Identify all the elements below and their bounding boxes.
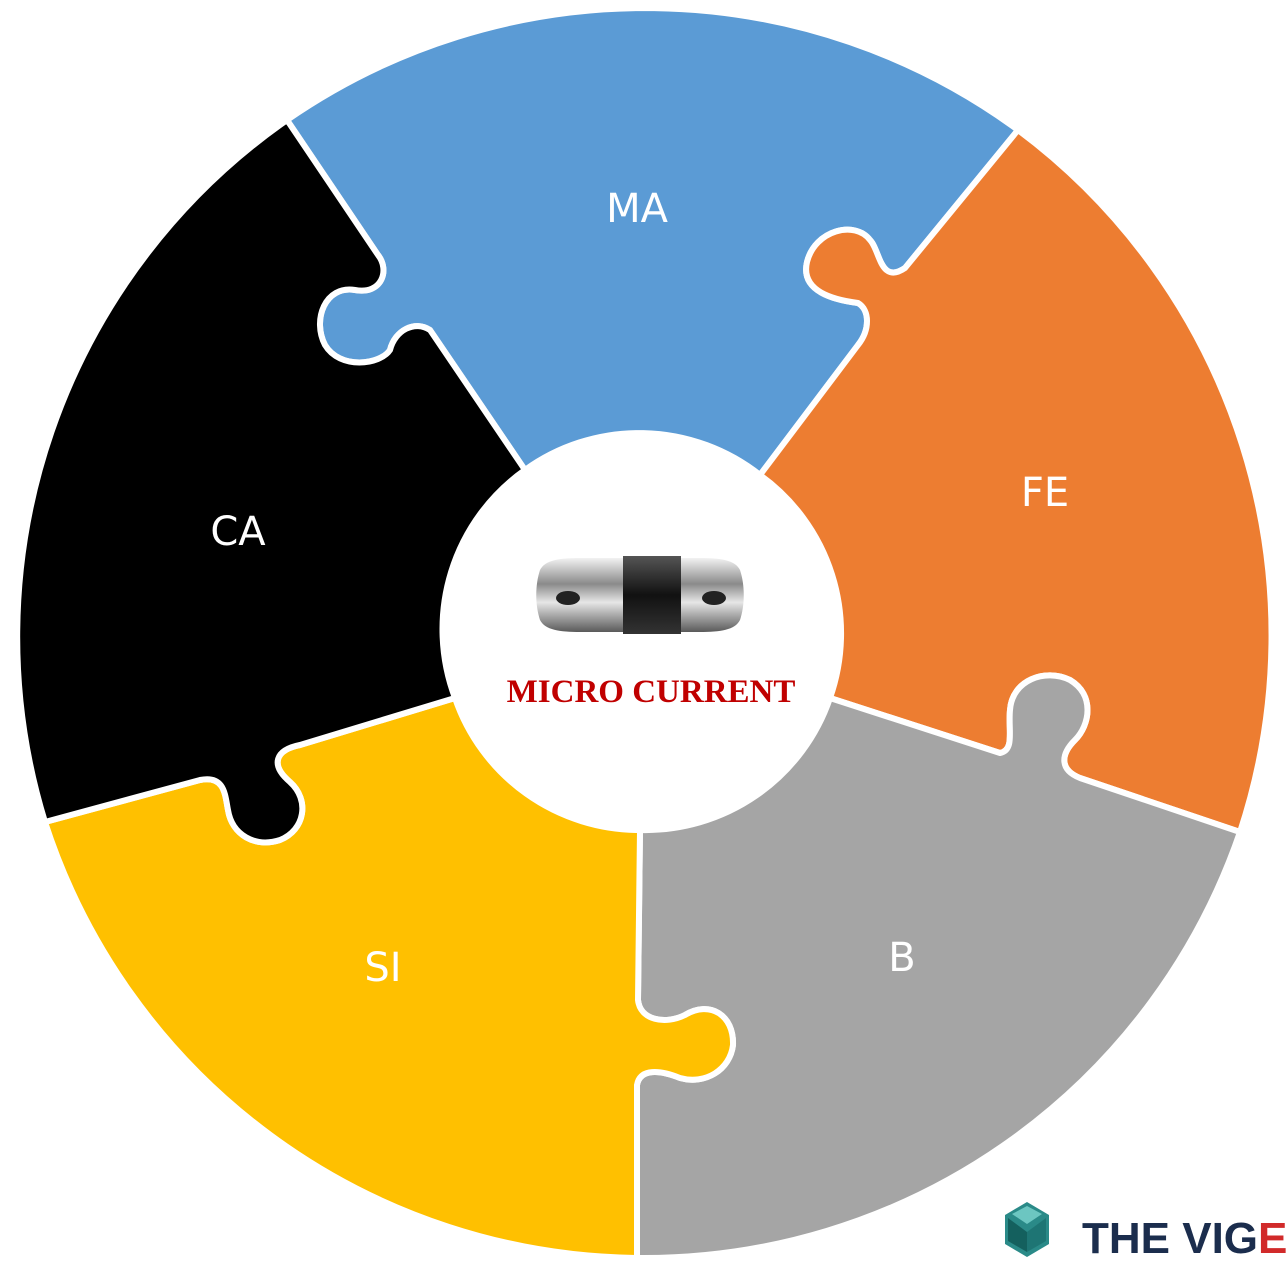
- vigen-logo: THE VIGE: [1005, 1202, 1286, 1261]
- segment-label-ca: CA: [210, 509, 266, 555]
- vigen-logo-icon: [1005, 1202, 1049, 1257]
- micro-current-capsule-icon: [500, 530, 790, 650]
- segment-label-si: SI: [364, 945, 401, 991]
- svg-text:THE VIGE: THE VIGE: [1082, 1214, 1286, 1261]
- segment-label-b: B: [888, 935, 915, 981]
- segment-label-fe: FE: [1021, 470, 1069, 516]
- logo-text-dark: THE VIG: [1082, 1214, 1258, 1261]
- segment-label-ma: MA: [606, 186, 669, 232]
- logo-text-red: E: [1258, 1214, 1286, 1261]
- segment-ca: [14, 117, 528, 846]
- center-title: MICRO CURRENT: [507, 674, 796, 710]
